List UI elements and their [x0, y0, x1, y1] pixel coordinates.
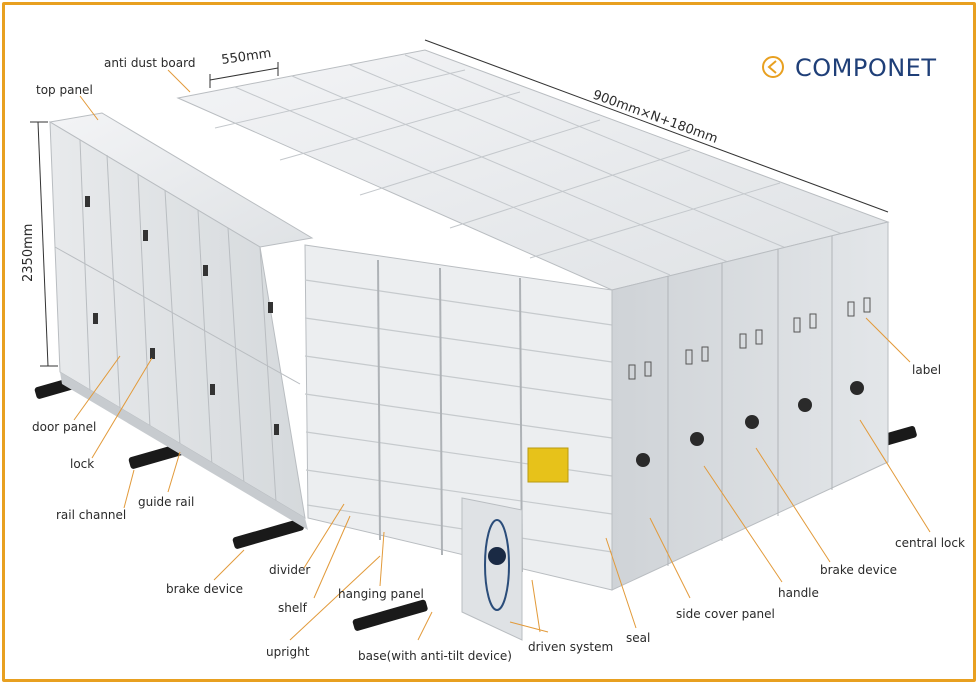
- title-group: COMPONET: [763, 54, 937, 82]
- arrow-circle-icon: [763, 57, 783, 77]
- label-brake-device-right: brake device: [820, 563, 897, 577]
- yellow-box: [528, 448, 568, 482]
- label-handle: handle: [778, 586, 819, 600]
- page-title: COMPONET: [795, 54, 937, 82]
- arrow-left-icon: [769, 61, 776, 73]
- rail: [352, 599, 428, 631]
- label-hanging-panel: hanging panel: [338, 587, 424, 601]
- label-anti-dust-board: anti dust board: [104, 56, 195, 70]
- label-driven-system: driven system: [528, 640, 613, 654]
- label-central-lock: central lock: [895, 536, 965, 550]
- label-rail-channel: rail channel: [56, 508, 126, 522]
- dimension-width: 550mm: [220, 46, 272, 68]
- rail: [232, 518, 305, 549]
- label-side-cover-panel: side cover panel: [676, 607, 775, 621]
- label-lock: lock: [70, 457, 94, 471]
- label-upright: upright: [266, 645, 310, 659]
- label-label: label: [912, 363, 941, 377]
- driven-system-panel: [462, 498, 522, 640]
- open-shelving: [305, 245, 612, 590]
- label-brake-device-left: brake device: [166, 582, 243, 596]
- label-divider: divider: [269, 563, 310, 577]
- label-door-panel: door panel: [32, 420, 96, 434]
- label-base: base(with anti-tilt device): [358, 649, 512, 663]
- label-shelf: shelf: [278, 601, 308, 615]
- dimension-height: 2350mm: [21, 224, 36, 282]
- label-top-panel: top panel: [36, 83, 93, 97]
- label-guide-rail: guide rail: [138, 495, 194, 509]
- label-seal: seal: [626, 631, 650, 645]
